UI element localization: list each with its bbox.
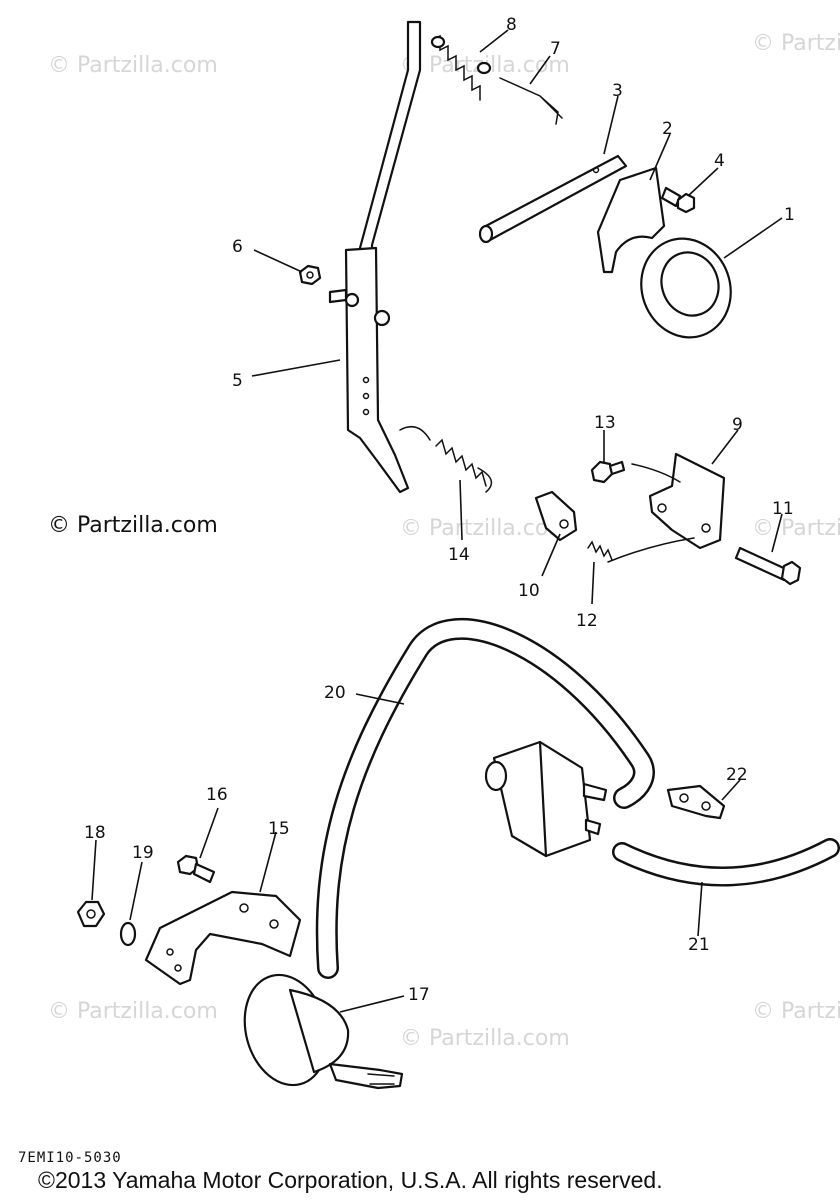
callout-13: 13	[594, 413, 616, 433]
callout-3: 3	[612, 81, 623, 101]
callout-14: 14	[448, 545, 470, 565]
callout-4: 4	[714, 151, 725, 171]
callout-8: 8	[506, 15, 517, 35]
part-8-spring	[430, 34, 492, 101]
callout-7: 7	[550, 39, 561, 59]
part-12-spring	[587, 540, 613, 561]
part-16-bolt	[176, 854, 216, 884]
callout-20: 20	[324, 683, 346, 703]
vacuum-valve	[484, 740, 608, 858]
part-2-bracket	[596, 166, 666, 274]
callout-12: 12	[576, 611, 598, 631]
watermark-dark: © Partzilla.com	[48, 513, 218, 538]
diagram-code: 7EMI10-5030	[18, 1150, 122, 1166]
callout-5: 5	[232, 371, 243, 391]
part-22-bracket	[666, 784, 726, 820]
watermark-bottom-center: © Partzilla.com	[400, 1026, 570, 1051]
callout-6: 6	[232, 237, 243, 257]
part-5-lever	[328, 20, 422, 494]
part-21-hose	[612, 838, 840, 887]
watermark-mid-center: © Partzilla.com	[400, 516, 570, 541]
watermark-top-right: © Partzilla.com	[752, 31, 840, 56]
part-4-bolt	[660, 186, 696, 214]
copyright-notice: ©2013 Yamaha Motor Corporation, U.S.A. A…	[38, 1167, 663, 1193]
part-20-hose	[315, 617, 655, 979]
part-19-washer	[119, 921, 137, 947]
leader-lines	[91, 29, 783, 1013]
callout-18: 18	[84, 823, 106, 843]
callout-16: 16	[206, 785, 228, 805]
callout-11: 11	[772, 499, 794, 519]
watermark-bottom-left: © Partzilla.com	[48, 999, 218, 1024]
part-3-shaft	[478, 154, 628, 244]
part-6-nut	[298, 264, 322, 286]
callouts: 1 2 3 4 5 6 7 8 9 10 11 12 13 14 15 16 1…	[84, 15, 795, 1005]
callout-19: 19	[132, 843, 154, 863]
part-15-bracket	[144, 890, 302, 986]
part-17-diaphragm	[243, 973, 404, 1090]
watermark-bottom-right: © Partzilla.com	[752, 999, 840, 1024]
callout-17: 17	[408, 985, 430, 1005]
part-13-bolt	[590, 460, 626, 484]
callout-2: 2	[662, 119, 673, 139]
part-1-ring	[640, 237, 732, 339]
callout-22: 22	[726, 765, 748, 785]
callout-10: 10	[518, 581, 540, 601]
part-14-spring	[399, 425, 493, 493]
callout-21: 21	[688, 935, 710, 955]
part-11-bolt	[734, 546, 802, 586]
callout-15: 15	[268, 819, 290, 839]
watermark-mid-right: © Partzilla.com	[752, 516, 840, 541]
part-9-bracket	[607, 452, 726, 563]
part-18-nut	[76, 900, 106, 928]
part-10-plate	[534, 490, 578, 542]
watermark-top-left: © Partzilla.com	[48, 53, 218, 78]
callout-1: 1	[784, 205, 795, 225]
part-7-clip	[499, 77, 563, 125]
callout-9: 9	[732, 415, 743, 435]
